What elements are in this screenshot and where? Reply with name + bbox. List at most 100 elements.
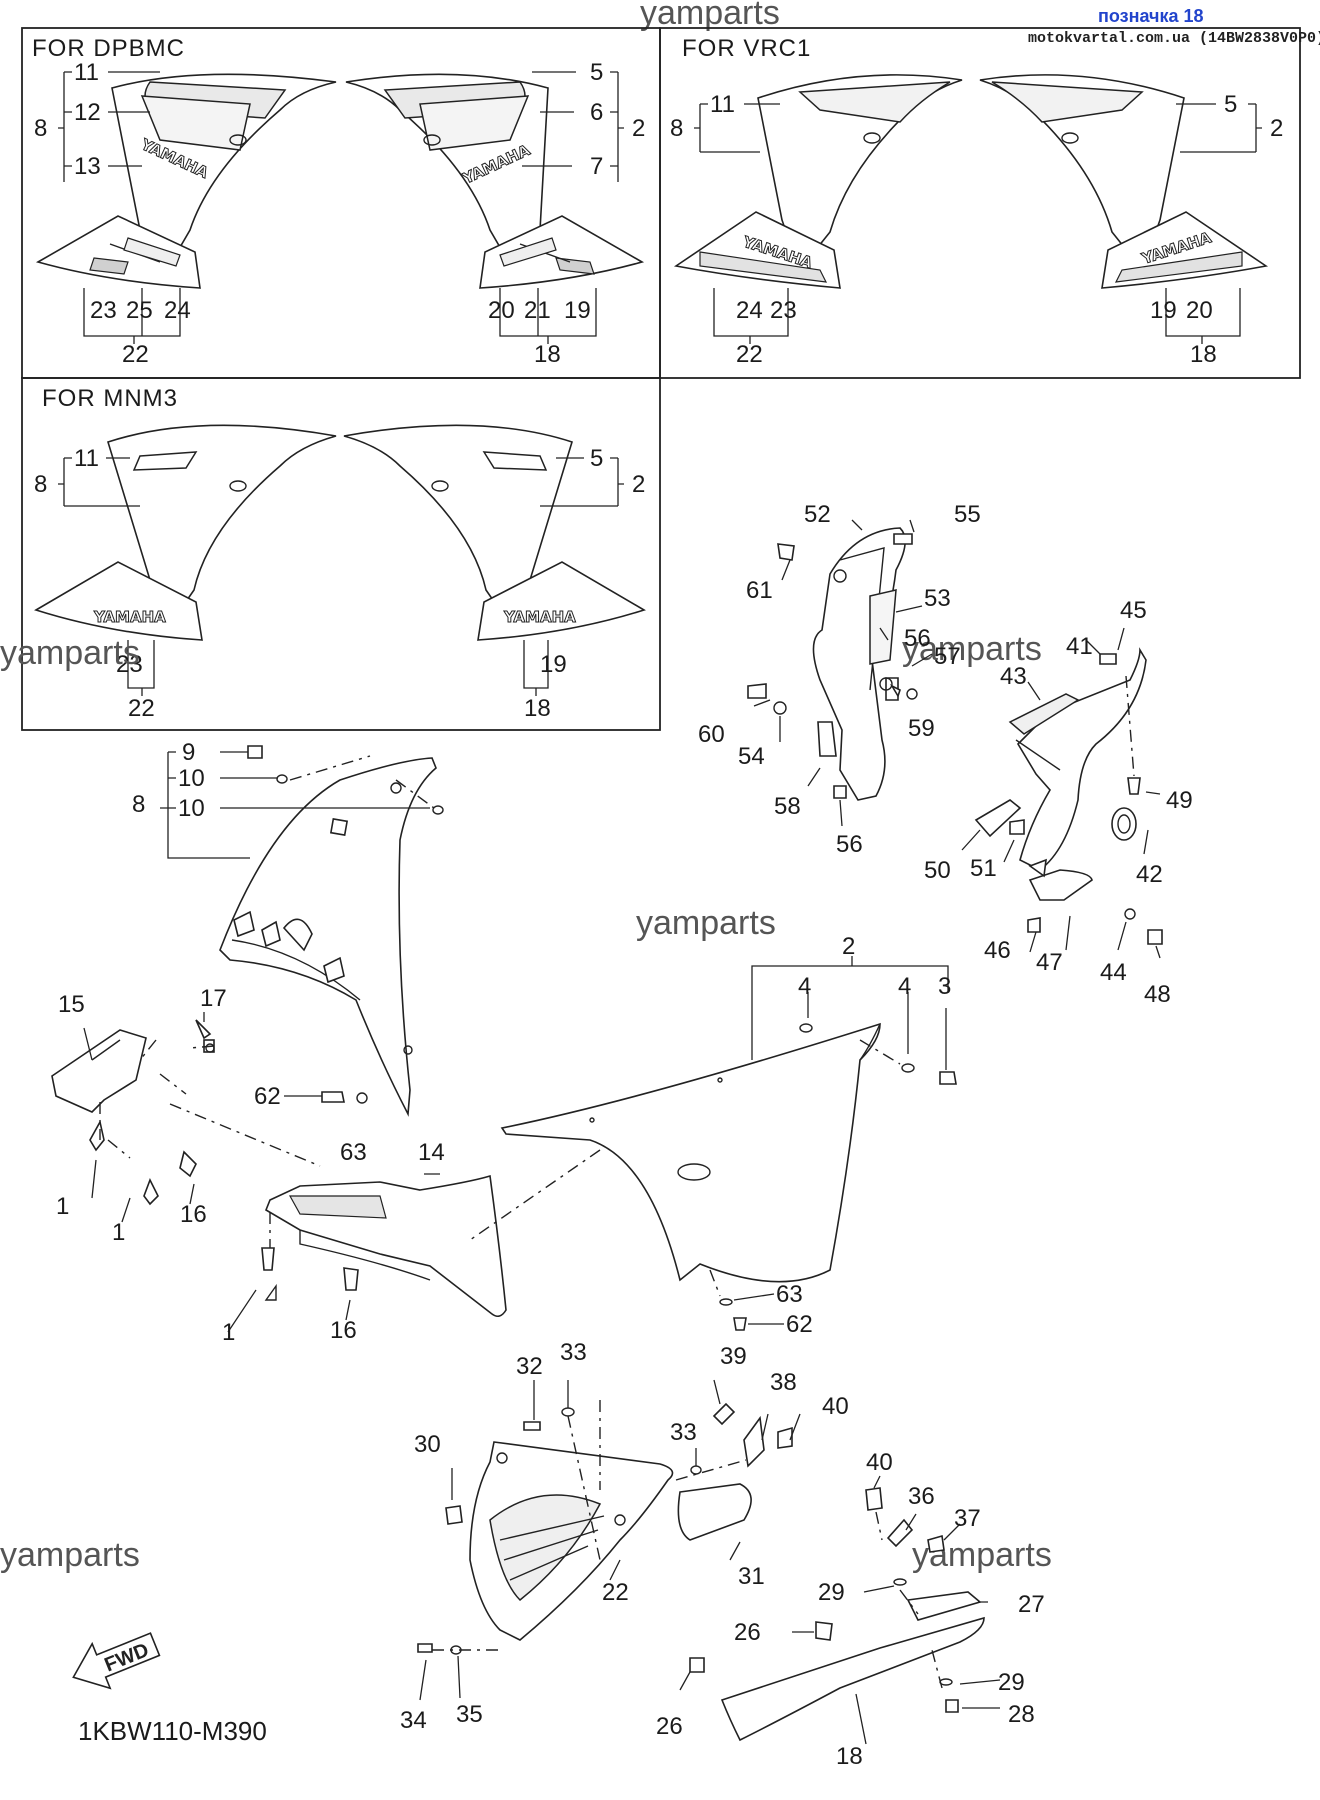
part-callout-number: 24 [736, 297, 763, 324]
part-callout-number: 51 [970, 855, 997, 882]
vrc1-leaders [694, 103, 1262, 344]
side-panel [500, 956, 957, 1331]
page-tag: позначка 18 [1098, 6, 1204, 26]
part-callout-number: 20 [488, 297, 515, 324]
mnm3-leaders [58, 457, 624, 696]
part-callout-number: 55 [954, 501, 981, 528]
watermark-top: yamparts [640, 0, 780, 32]
part-callout-number: 23 [90, 297, 117, 324]
part-callout-number: 2 [1270, 115, 1283, 142]
frame-vrc1 [659, 27, 1301, 379]
part-callout-number: 33 [670, 1419, 697, 1446]
part-callout-number: 25 [126, 297, 153, 324]
part-callout-number: 1 [112, 1219, 125, 1246]
part-callout-number: 58 [774, 793, 801, 820]
watermark-4: yamparts [0, 1536, 140, 1574]
part-callout-number: 10 [178, 795, 205, 822]
part-callout-number: 52 [804, 501, 831, 528]
part-callout-number: 50 [924, 857, 951, 884]
part-callout-number: 43 [1000, 663, 1027, 690]
mnm3-right-panel: YAMAHA [343, 424, 646, 641]
part-callout-number: 16 [330, 1317, 357, 1344]
part-callout-number: 22 [602, 1579, 629, 1606]
part-callout-number: 42 [1136, 861, 1163, 888]
part-callout-number: 30 [414, 1431, 441, 1458]
diagram-code: 1KBW110-M390 [78, 1716, 267, 1746]
dpbmc-right-panel: YAMAHA [345, 73, 645, 289]
part-callout-number: 63 [340, 1139, 367, 1166]
part-callout-number: 37 [954, 1505, 981, 1532]
part-callout-number: 54 [738, 743, 765, 770]
watermark-3: yamparts [636, 904, 776, 942]
part-callout-number: 63 [776, 1281, 803, 1308]
part-callout-number: 5 [590, 59, 603, 86]
brand-decal-text: YAMAHA [93, 608, 166, 626]
fwd-arrow-icon: FWD [72, 1632, 161, 1690]
part-callout-number: 40 [866, 1449, 893, 1476]
part-callout-number: 61 [746, 577, 773, 604]
part-callout-number: 11 [74, 445, 99, 472]
box-title-dpbmc: FOR DPBMC [32, 35, 185, 62]
part-callout-number: 2 [842, 933, 855, 960]
box-title-mnm3: FOR MNM3 [42, 385, 178, 412]
part-callout-number: 14 [418, 1139, 445, 1166]
part-callout-number: 29 [818, 1579, 845, 1606]
part-callout-number: 16 [180, 1201, 207, 1228]
part-callout-number: 22 [128, 695, 155, 722]
part-callout-number: 21 [524, 297, 551, 324]
part-callout-number: 18 [1190, 341, 1217, 368]
part-callout-number: 10 [178, 765, 205, 792]
frame-mnm3 [21, 377, 661, 731]
part-callout-number: 4 [798, 973, 811, 1000]
part-callout-number: 49 [1166, 787, 1193, 814]
part-callout-number: 31 [738, 1563, 765, 1590]
part-callout-number: 23 [770, 297, 797, 324]
box-title-vrc1: FOR VRC1 [682, 35, 811, 62]
mnm3-left-panel: YAMAHA [34, 424, 337, 641]
part-callout-number: 39 [720, 1343, 747, 1370]
part-callout-number: 26 [656, 1713, 683, 1740]
part-callout-number: 11 [710, 91, 735, 118]
left-bracket-assembly [51, 1029, 601, 1318]
part-callout-number: 32 [516, 1353, 543, 1380]
part-callout-number: 6 [590, 99, 603, 126]
part-callout-number: 35 [456, 1701, 483, 1728]
part-callout-number: 8 [132, 791, 145, 818]
part-callout-number: 57 [934, 643, 961, 670]
part-callout-number: 20 [1186, 297, 1213, 324]
part-callout-number: 5 [1224, 91, 1237, 118]
part-callout-number: 27 [1018, 1591, 1045, 1618]
part-callout-number: 5 [590, 445, 603, 472]
part-callout-number: 60 [698, 721, 725, 748]
part-callout-number: 59 [908, 715, 935, 742]
part-callout-number: 8 [34, 471, 47, 498]
under-cowl-assembly [417, 1379, 801, 1701]
part-callout-number: 11 [74, 59, 99, 86]
part-callout-number: 18 [534, 341, 561, 368]
part-callout-number: 53 [924, 585, 951, 612]
part-callout-number: 47 [1036, 949, 1063, 976]
part-callout-number: 12 [74, 99, 101, 126]
air-duct-assembly [747, 519, 933, 827]
dpbmc-leaders [58, 71, 624, 344]
upper-cowl [219, 757, 437, 1117]
part-callout-number: 23 [116, 651, 143, 678]
part-callout-number: 33 [560, 1339, 587, 1366]
left-bracket-fasteners [83, 1012, 440, 1333]
part-callout-number: 18 [524, 695, 551, 722]
site-reference: motokvartal.com.ua (14BW2838V0P0) [1028, 30, 1320, 47]
part-callout-number: 22 [122, 341, 149, 368]
lower-trim-assembly [679, 1475, 1001, 1745]
part-callout-number: 44 [1100, 959, 1127, 986]
part-callout-number: 19 [540, 651, 567, 678]
part-callout-number: 48 [1144, 981, 1171, 1008]
inner-panel-assembly [961, 627, 1163, 959]
part-callout-number: 40 [822, 1393, 849, 1420]
part-callout-number: 22 [736, 341, 763, 368]
watermark-1: yamparts [0, 634, 140, 672]
brand-decal-text: YAMAHA [503, 608, 576, 626]
part-callout-number: 4 [898, 973, 911, 1000]
part-callout-number: 8 [34, 115, 47, 142]
